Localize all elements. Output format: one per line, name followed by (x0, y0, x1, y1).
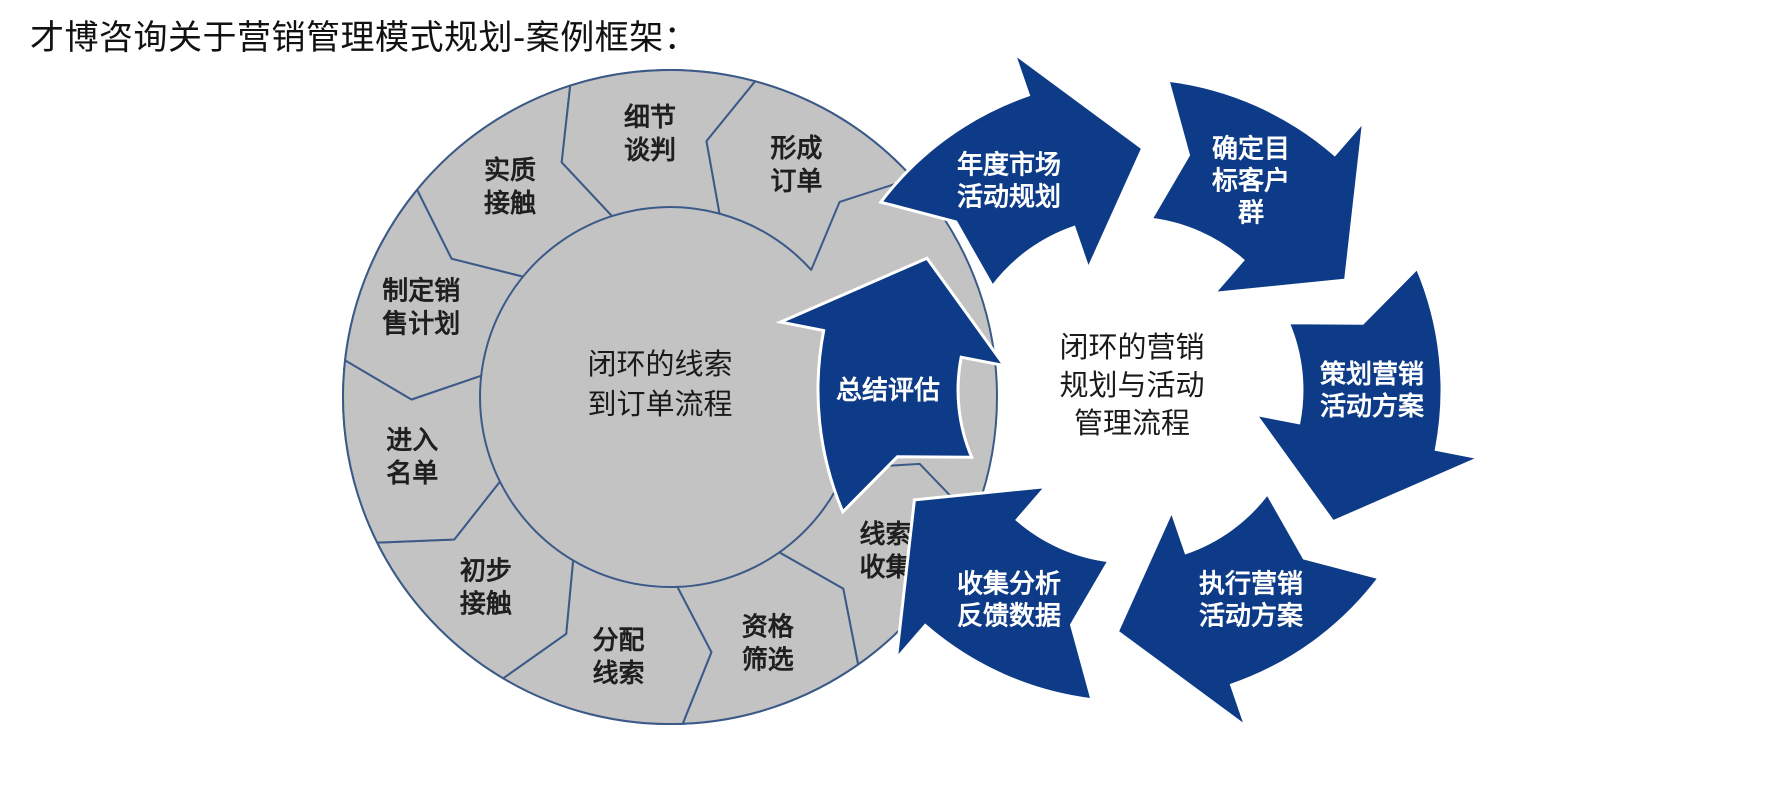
arrow-label: 确定目标客户群 (1212, 133, 1290, 228)
arrow-label-line: 确定目 (1212, 133, 1290, 164)
segment-label: 资格筛选 (742, 611, 795, 675)
left-center-text: 闭环的线索到订单流程 (587, 347, 732, 421)
right-center-text-line: 规划与活动 (1059, 368, 1204, 402)
arrow-label: 策划营销活动方案 (1320, 359, 1425, 422)
arrow-label-line: 策划营销 (1320, 359, 1424, 390)
arrow-label: 执行营销活动方案 (1199, 569, 1304, 632)
right-center-text-line: 闭环的营销 (1059, 330, 1204, 364)
arrow-shape (775, 256, 1008, 515)
segment-label: 实质接触 (484, 155, 536, 219)
segment-label: 细节谈判 (624, 102, 676, 166)
segment-label: 制定销售计划 (382, 276, 460, 340)
right-center-text-line: 管理流程 (1074, 406, 1190, 440)
right-center-text: 闭环的营销规划与活动管理流程 (1059, 330, 1204, 440)
left-center-text-line: 到订单流程 (587, 387, 732, 421)
arrow-shape (1148, 78, 1366, 296)
arrow-label-line: 收集分析 (957, 569, 1061, 600)
segment-label: 分配线索 (592, 626, 644, 689)
arrow-label-line: 标客户 (1212, 165, 1290, 196)
lead-to-order-center-label: 闭环的线索到订单流程 (587, 347, 732, 421)
arrow-label-line: 活动规划 (957, 182, 1061, 212)
segment-label: 线索收集 (859, 520, 912, 583)
segment-label: 初步接触 (460, 555, 512, 619)
arrow-shape (1115, 490, 1382, 731)
marketing-step-arrow: 执行营销活动方案 (1115, 490, 1382, 731)
segment-label-line: 细节 (624, 102, 676, 133)
marketing-planning-center-label: 闭环的营销规划与活动管理流程 (1059, 330, 1204, 440)
lead-to-order-cycle: 线索收集资格筛选分配线索初步接触进入名单制定销售计划实质接触细节谈判形成订单 (342, 69, 998, 726)
marketing-planning-cycle: 年度市场活动规划确定目标客户群策划营销活动方案执行营销活动方案收集分析反馈数据总… (775, 49, 1485, 731)
arrow-label-line: 年度市场 (957, 149, 1061, 180)
lead-stage-segment: 资格筛选 (676, 551, 860, 725)
segment-label-line: 制定销 (382, 276, 460, 307)
arrow-shape (1252, 265, 1485, 524)
lead-stage-segment: 形成订单 (705, 80, 914, 271)
arrow-shape (894, 484, 1112, 702)
page-title: 才博咨询关于营销管理模式规划-案例框架： (30, 18, 699, 58)
segment-label-line: 筛选 (742, 644, 794, 675)
segment-label: 进入名单 (386, 426, 438, 489)
segment-chevron (705, 80, 914, 271)
segment-label-line: 售计划 (382, 309, 460, 340)
arrow-label-line: 活动方案 (1320, 391, 1425, 422)
arrow-label-line: 反馈数据 (957, 602, 1061, 632)
marketing-step-arrow: 总结评估 (775, 256, 1008, 515)
arrow-label: 年度市场活动规划 (957, 149, 1061, 212)
lead-stage-segment: 细节谈判 (560, 69, 757, 218)
marketing-step-arrow: 确定目标客户群 (1148, 78, 1366, 296)
arrow-label: 总结评估 (836, 376, 940, 406)
segment-label-line: 线索 (592, 659, 644, 689)
segment-label-line: 名单 (386, 458, 438, 489)
segment-label-line: 谈判 (624, 136, 676, 166)
left-center-text-line: 闭环的线索 (587, 347, 732, 381)
segment-label-line: 收集 (859, 552, 912, 583)
marketing-step-arrow: 策划营销活动方案 (1252, 265, 1485, 524)
segment-label-line: 形成 (770, 134, 822, 164)
arrow-label-line: 群 (1237, 198, 1264, 228)
arrow-label-line: 总结评估 (836, 376, 940, 406)
arrow-label-line: 执行营销 (1199, 569, 1303, 600)
arrow-shape (878, 49, 1145, 290)
segment-label-line: 实质 (484, 155, 536, 186)
segment-label-line: 初步 (460, 555, 512, 586)
arrow-label: 收集分析反馈数据 (957, 569, 1061, 632)
arrow-label-line: 活动方案 (1199, 601, 1304, 632)
segment-label-line: 线索 (859, 520, 911, 550)
segment-label-line: 接触 (460, 589, 512, 619)
segment-label-line: 分配 (592, 626, 644, 656)
lead-stage-segment: 实质接触 (416, 84, 613, 278)
segment-label-line: 资格 (742, 611, 795, 642)
segment-label: 形成订单 (770, 134, 822, 197)
segment-label-line: 进入 (386, 426, 438, 456)
marketing-step-arrow: 收集分析反馈数据 (894, 484, 1112, 702)
segment-label-line: 接触 (484, 189, 536, 219)
segment-label-line: 订单 (770, 167, 822, 197)
marketing-step-arrow: 年度市场活动规划 (878, 49, 1145, 290)
